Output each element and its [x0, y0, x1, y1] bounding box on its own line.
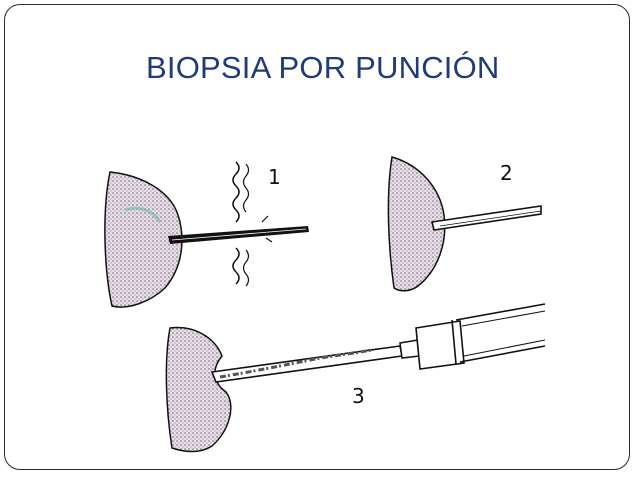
needle-2: [431, 205, 542, 231]
skin-layer-lower-inner: [242, 249, 250, 287]
needle-2-inner: [439, 210, 542, 227]
needle-1: [168, 226, 309, 244]
step-number-3: 3: [352, 384, 365, 408]
aspirated-tissue-core: [219, 348, 373, 379]
skin-layer-upper-inner: [242, 163, 250, 213]
tissue-mass-2: [387, 156, 446, 292]
step-2-illustration: 2: [387, 156, 542, 292]
step-3-illustration: 3: [165, 303, 546, 453]
step-1-illustration: 1: [104, 161, 309, 308]
tissue-mass-1: [104, 171, 183, 308]
slide-title: BIOPSIA POR PUNCIÓN: [146, 50, 500, 85]
needle-1-core: [171, 228, 307, 241]
syringe-plunger: [451, 303, 546, 365]
step-number-1: 1: [268, 165, 281, 189]
step-number-2: 2: [500, 161, 513, 185]
needle-1-tip-mark: [261, 215, 273, 243]
syringe-barrel: [415, 320, 465, 370]
syringe-plunger-inner: [461, 310, 546, 357]
tissue-mass-3: [165, 326, 232, 453]
needle-3: [210, 345, 403, 383]
tissue-highlight-1: [124, 206, 162, 223]
skin-layer-upper: [232, 161, 240, 223]
skin-layer-lower: [232, 247, 240, 285]
